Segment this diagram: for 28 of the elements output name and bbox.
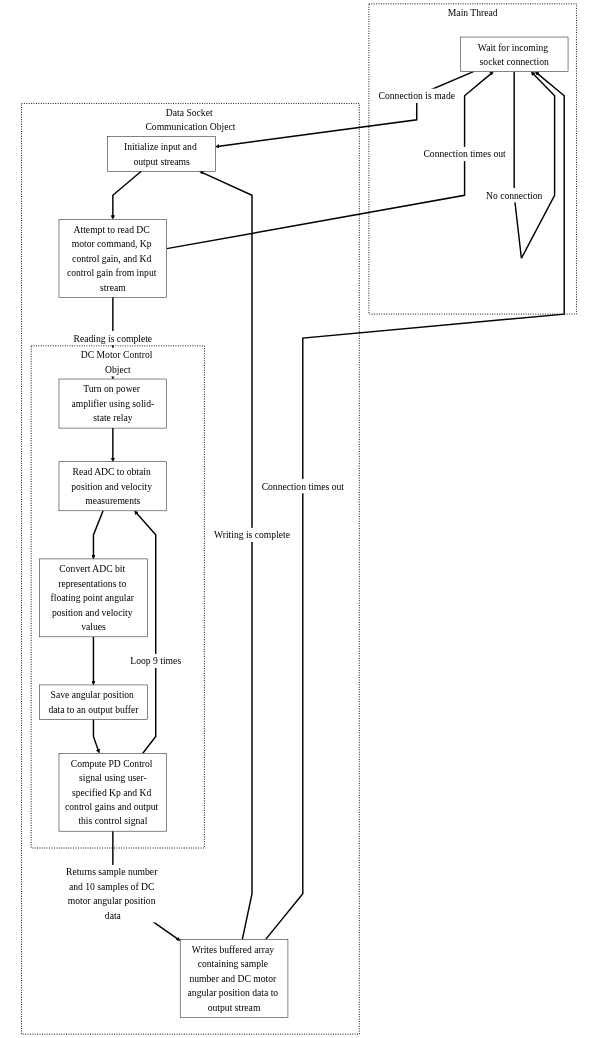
edge-label: No connection xyxy=(485,190,543,201)
node-box: Wait for incoming socket connection xyxy=(460,36,569,72)
arrow xyxy=(199,170,253,941)
node-box: Turn on power amplifier using solid-state relay xyxy=(58,378,167,429)
arrow xyxy=(513,70,556,259)
arrow xyxy=(215,70,475,149)
node-box: Initialize input and output streams xyxy=(107,136,216,172)
edge-label: Connection times out xyxy=(423,148,506,160)
arrow xyxy=(92,718,101,754)
arrow xyxy=(134,510,157,754)
node-box: Read ADC to obtain position and velocity measurements xyxy=(58,461,167,512)
arrow xyxy=(91,510,104,560)
edge-label: Connection times out xyxy=(261,481,344,492)
arrow xyxy=(166,71,494,250)
edge-label: Loop 9 times xyxy=(130,655,182,667)
node-box: Attempt to read DC motor command, Kp control gain, and Kd control gain from input stream xyxy=(58,219,167,298)
arrow xyxy=(91,636,96,686)
edge-label: Returns sample number and 10 samples of DC motor angular position data xyxy=(65,866,158,921)
edge-label: Connection is made xyxy=(378,90,455,102)
arrow xyxy=(110,170,142,220)
node-box: Compute PD Control signal using user-specified Kp and Kd control gains and output this control signal xyxy=(58,753,167,832)
node-box: Convert ADC bit representations to floating point angular position and velocity values xyxy=(39,558,148,638)
node-box: Save angular position data to an output buffer xyxy=(39,684,148,720)
arrow xyxy=(264,71,565,941)
edge-label: Writing is complete xyxy=(214,529,291,541)
edge-label: Reading is complete xyxy=(73,332,153,344)
arrow xyxy=(110,427,115,462)
node-box: Writes buffered array containing sample number and DC motor angular position data to output stream xyxy=(179,939,289,1018)
